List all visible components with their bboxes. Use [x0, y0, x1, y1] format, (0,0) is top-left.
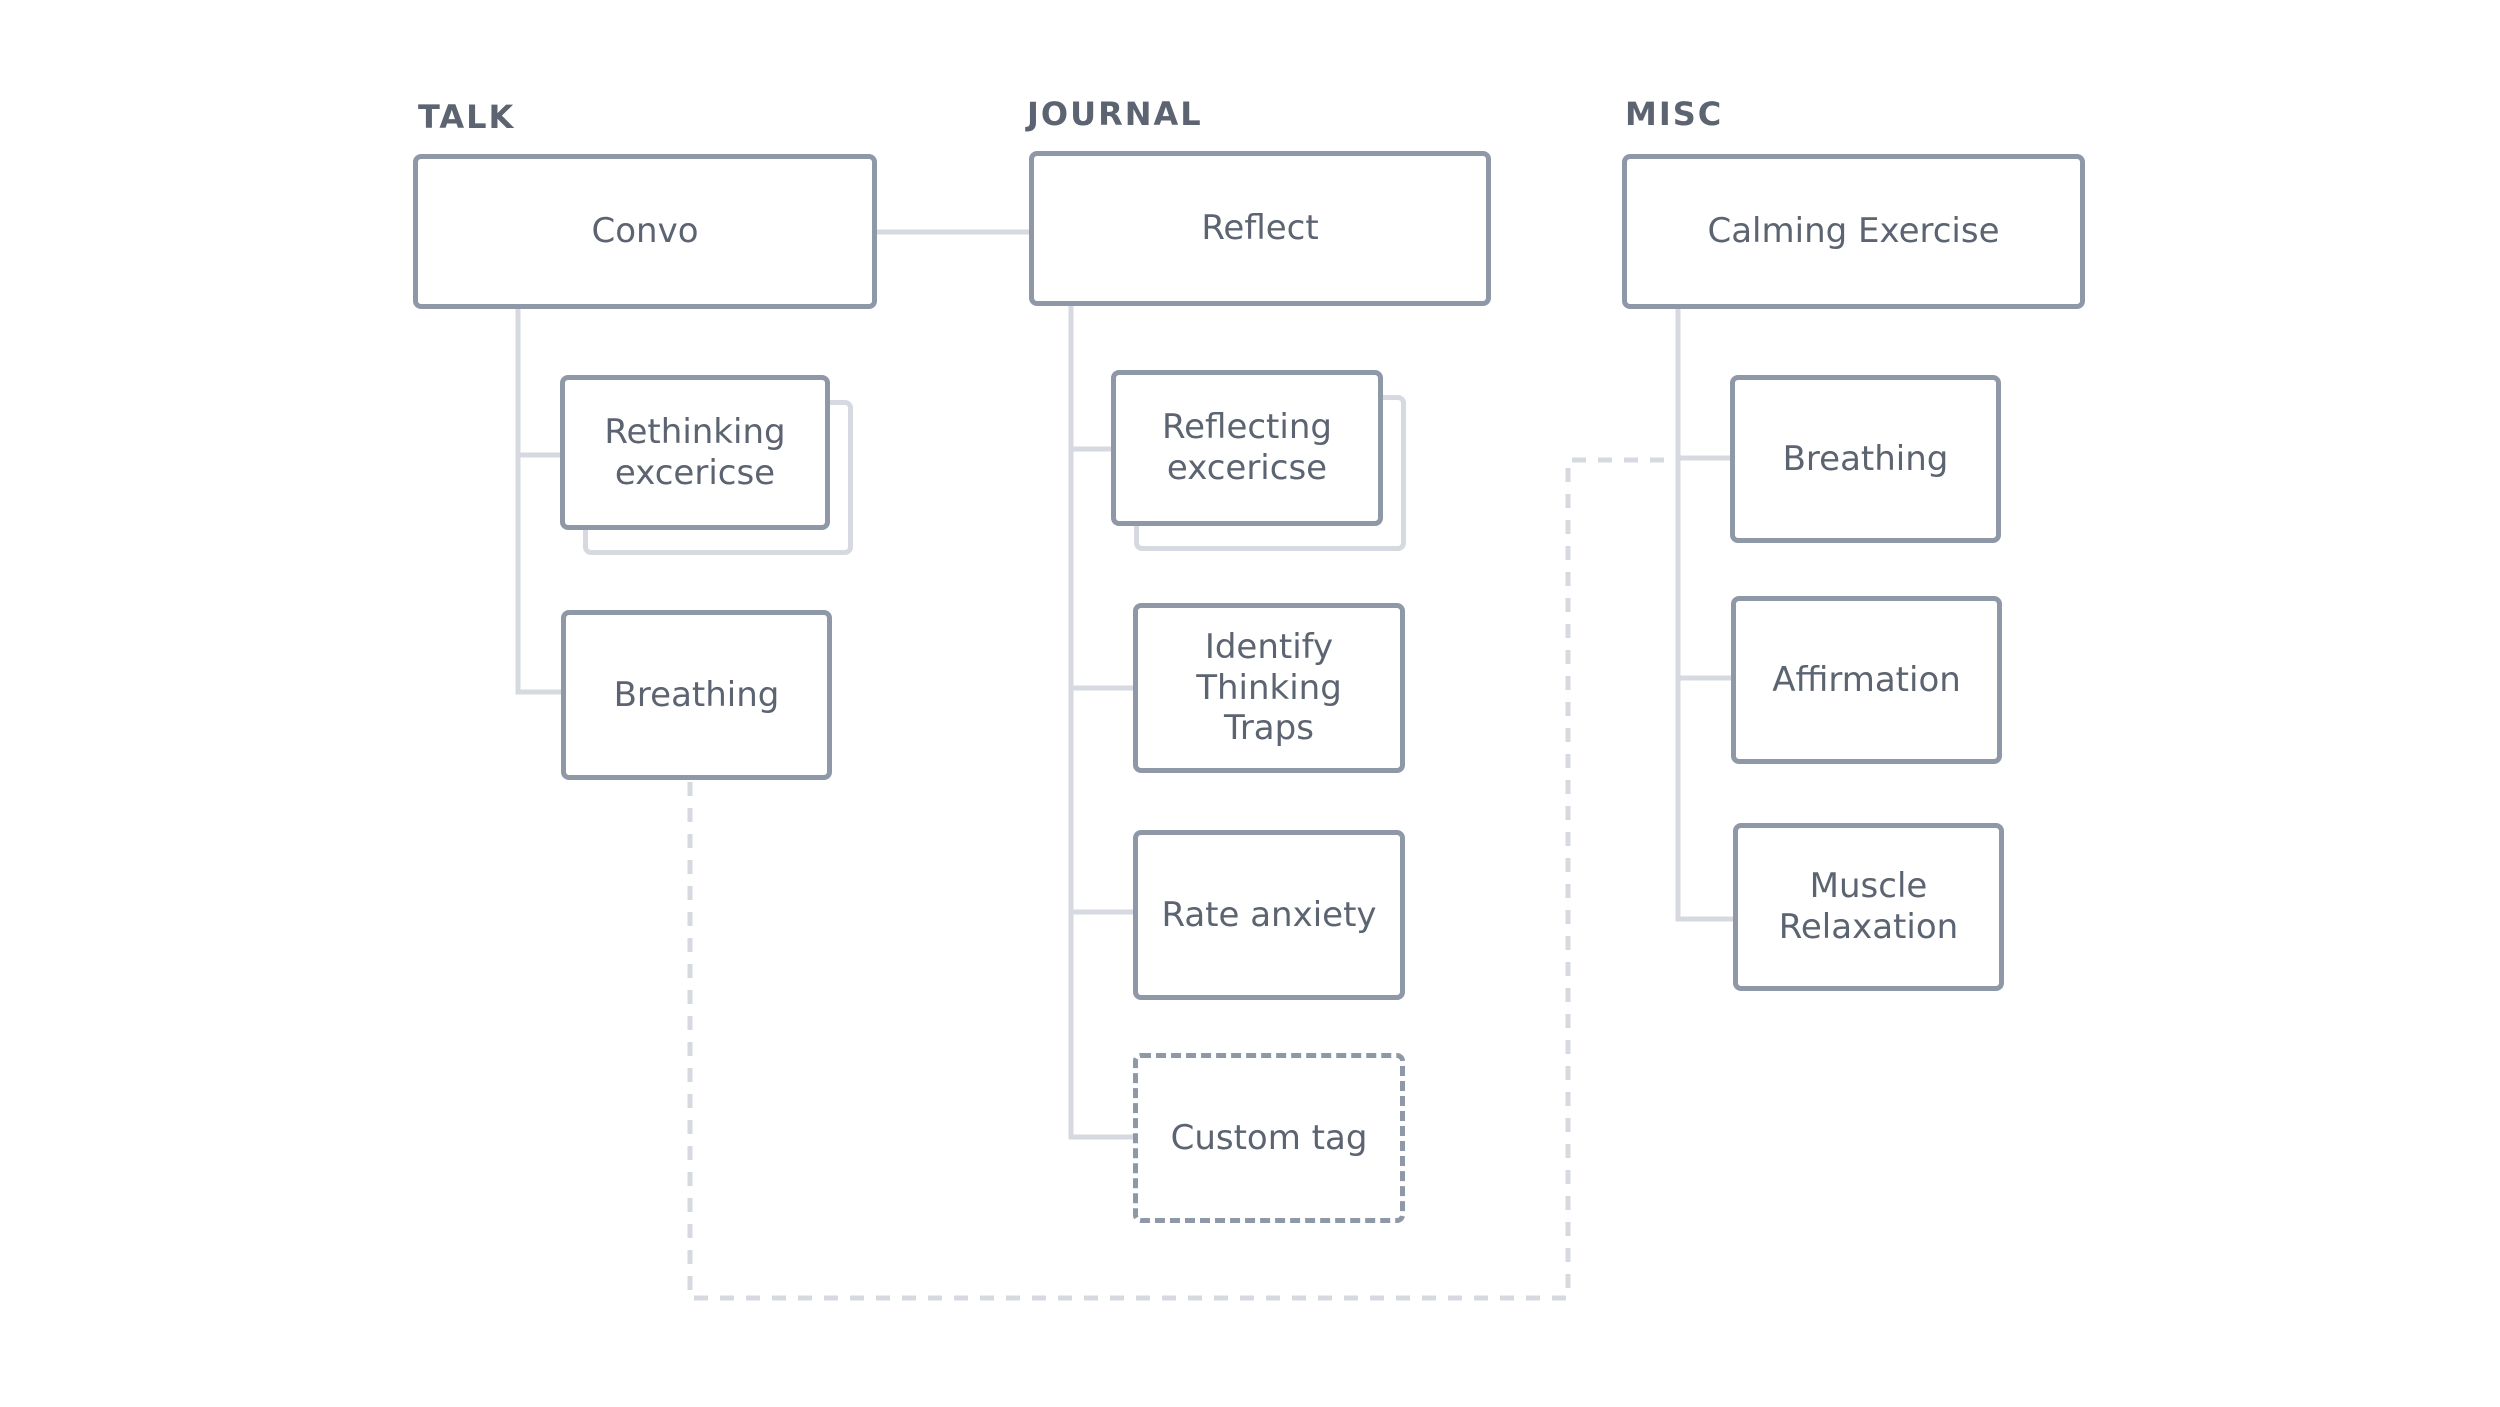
node-rethinking-exercise[interactable]: Rethinking excericse — [560, 375, 830, 530]
node-muscle-relaxation[interactable]: Muscle Relaxation — [1733, 823, 2004, 991]
node-reflect[interactable]: Reflect — [1029, 151, 1491, 306]
node-custom-tag[interactable]: Custom tag — [1133, 1053, 1405, 1223]
node-identify-thinking-traps[interactable]: Identify Thinking Traps — [1133, 603, 1405, 773]
node-reflecting-exercise[interactable]: Reflecting excericse — [1111, 370, 1383, 526]
dashed-link-breathing — [687, 457, 1678, 1301]
misc-tree-line — [1675, 308, 1743, 922]
node-convo[interactable]: Convo — [413, 154, 877, 309]
node-affirmation[interactable]: Affirmation — [1731, 596, 2002, 764]
talk-tree-line — [515, 308, 563, 695]
node-calming-exercise[interactable]: Calming Exercise — [1622, 154, 2085, 309]
heading-talk: TALK — [418, 98, 516, 136]
node-talk-breathing[interactable]: Breathing — [561, 610, 832, 780]
heading-journal: JOURNAL — [1027, 95, 1203, 133]
node-rate-anxiety[interactable]: Rate anxiety — [1133, 830, 1405, 1000]
node-misc-breathing[interactable]: Breathing — [1730, 375, 2001, 543]
heading-misc: MISC — [1625, 95, 1724, 133]
journal-tree-line — [1068, 305, 1137, 1140]
